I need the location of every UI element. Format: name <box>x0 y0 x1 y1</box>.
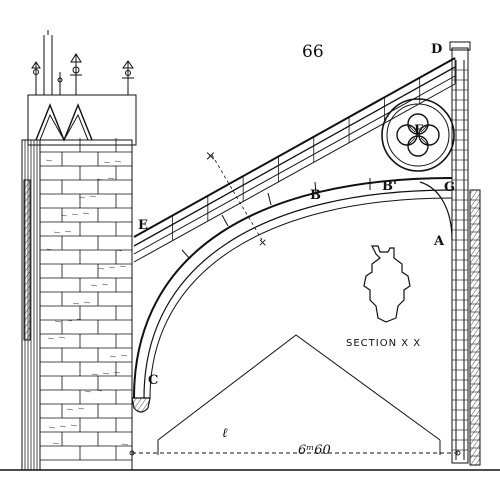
finial-small <box>57 72 63 95</box>
label-b: B <box>310 188 321 203</box>
label-d: D <box>431 42 442 57</box>
cut-line-xx <box>211 154 263 241</box>
cut-mark-bottom: × <box>258 236 267 249</box>
pier <box>0 94 500 471</box>
cut-mark-top: × <box>205 149 216 164</box>
flying-buttress <box>131 57 456 413</box>
finial-left <box>31 61 41 95</box>
dimension-line <box>129 450 461 456</box>
label-c: C <box>148 373 158 388</box>
label-g: G <box>444 180 455 195</box>
pinnacle-group <box>31 30 134 95</box>
dimension-value: 6ᵐ60 <box>298 443 331 458</box>
axis-mark: ℓ <box>222 426 228 441</box>
coping-joints <box>172 58 456 241</box>
label-e: E <box>138 218 148 233</box>
quatrefoil-tracery <box>381 98 455 172</box>
clerestory-wall <box>449 41 481 466</box>
label-a: A <box>433 234 445 249</box>
masonry-courses <box>40 138 132 461</box>
section-caption: SECTION X X <box>346 338 421 349</box>
span-triangle <box>157 334 441 455</box>
figure-number: 66 <box>302 42 324 62</box>
label-b-prime: B' <box>382 179 397 194</box>
finial-mid <box>70 53 82 95</box>
section-profile <box>363 245 411 323</box>
label-f: F <box>414 123 424 138</box>
finial-right <box>122 60 134 95</box>
